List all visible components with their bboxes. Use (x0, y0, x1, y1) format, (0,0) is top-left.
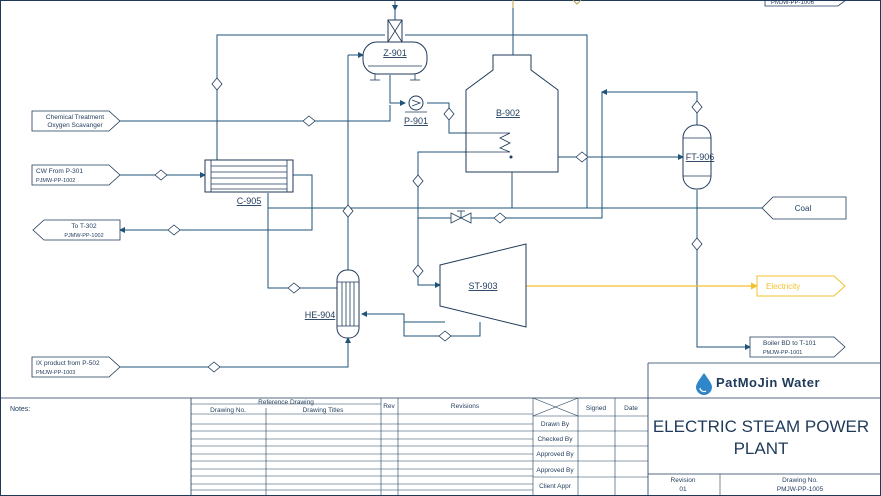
line-top-header (216, 34, 385, 142)
date-column: Date (624, 405, 638, 412)
diamond-p901-out[interactable] (443, 107, 455, 121)
diamond-he904-in[interactable] (287, 282, 301, 294)
offpage-to-t302[interactable] (32, 219, 121, 241)
line-loop-to-c905 (207, 142, 218, 161)
process-lines (119, 0, 762, 368)
upper-diamond-stub (572, 0, 582, 5)
equipment-he904[interactable] (336, 269, 360, 339)
label-he904: HE-904 (305, 310, 336, 320)
line-z901-to-p901 (389, 75, 406, 106)
diamond-steam-2[interactable] (412, 264, 424, 278)
diamond-bypass[interactable] (493, 212, 507, 224)
cw-line1: CW From P-301 (36, 168, 83, 175)
label-c905: C-905 (237, 196, 262, 206)
label-p901: P-901 (404, 116, 428, 126)
label-z901: Z-901 (383, 48, 407, 58)
drawing-title-line1: ELECTRIC STEAM POWER (653, 417, 869, 436)
notes-label: Notes: (10, 406, 30, 413)
t302-line1: To T-302 (71, 223, 97, 230)
offpage-chemical-treatment[interactable] (31, 110, 121, 132)
t302-line2: PJMW-PP-1002 (64, 233, 103, 239)
drawing-no-label: Drawing No. (782, 477, 818, 484)
diamond-st903-out[interactable] (438, 330, 452, 342)
top-right-ref: PMJW-PP-1006 (771, 0, 815, 6)
equipment-ft906[interactable] (682, 124, 712, 190)
ix-line1: IX product from P-502 (36, 360, 100, 367)
drawing-title-line2: PLANT (734, 439, 789, 458)
diamond-t302[interactable] (167, 224, 181, 236)
ref-drawing-header: Reference Drawing (258, 399, 314, 406)
equipment-c905[interactable] (204, 159, 294, 193)
label-b902: B-902 (496, 108, 520, 118)
diamond-he904-up[interactable] (342, 204, 354, 218)
offpage-boiler-bd[interactable] (749, 336, 846, 358)
offpage-cw-from-p301[interactable] (31, 164, 121, 186)
diamond-ft906-bottom[interactable] (691, 237, 703, 251)
equipment-b902[interactable] (464, 54, 559, 173)
revision-value: 01 (679, 486, 687, 493)
bd-line2: PMJW-PP-1001 (763, 350, 802, 356)
line-c905-to-t302 (119, 174, 313, 233)
signed-column: Signed (586, 405, 607, 412)
line-chemical-treatment (120, 105, 391, 122)
client-appr-label: Client Appr (539, 483, 572, 490)
diamond-ft906-top[interactable] (691, 100, 703, 114)
label-st903: ST-903 (468, 281, 497, 291)
equipment-z901[interactable] (362, 19, 428, 81)
offpage-coal[interactable] (761, 196, 847, 220)
line-top-right-header (268, 34, 588, 209)
company-name: PatMoJin Water (716, 375, 820, 390)
diamond-steam-1[interactable] (412, 174, 424, 188)
line-boiler-bd (696, 190, 751, 350)
bypass-valve[interactable] (450, 210, 472, 224)
revision-label: Revision (671, 477, 696, 484)
bd-line1: Boiler BD to T-101 (763, 340, 816, 347)
company-logo-icon (696, 373, 712, 395)
diamond-loop-left[interactable] (211, 77, 223, 91)
drawing-no-column: Drawing No. (210, 407, 246, 414)
title-block (0, 362, 881, 496)
label-ft906: FT-906 (686, 152, 715, 162)
electricity-label: Electricity (766, 282, 800, 291)
ix-line2: PMJW-PP-1003 (36, 370, 75, 376)
line-st903-to-he904 (361, 311, 445, 323)
equipment-st903[interactable] (439, 243, 527, 328)
rev-column: Rev (383, 403, 395, 410)
chem-line1: Chemical Treatment (46, 114, 104, 121)
line-c905-to-he904 (267, 193, 340, 289)
offpage-top-right (764, 0, 847, 7)
diamond-cw[interactable] (154, 169, 168, 181)
cw-line2: PJMW-PP-1002 (36, 178, 75, 184)
diamond-ix[interactable] (207, 361, 221, 373)
checked-by-label: Checked By (537, 436, 573, 443)
drawn-by-label: Drawn By (541, 421, 570, 428)
diamond-chemical[interactable] (302, 115, 316, 127)
approved-by-2-label: Approved By (536, 467, 574, 474)
line-coal (509, 159, 762, 209)
line-ix-in (120, 337, 351, 368)
diamond-b902-ft906[interactable] (575, 151, 589, 163)
chem-line2: Oxygen Scavanger (47, 122, 103, 129)
offpage-electricity[interactable] (756, 275, 846, 297)
approved-by-1-label: Approved By (536, 451, 574, 458)
drawing-titles-column: Drawing Titles (303, 407, 345, 414)
offpage-ix-product[interactable] (31, 356, 121, 378)
coal-label: Coal (795, 204, 812, 213)
drawing-no-value: PMJW-PP-1005 (777, 486, 824, 493)
equipment-p901[interactable] (405, 95, 427, 113)
instrument-tags (154, 77, 703, 373)
revisions-column: Revisions (451, 403, 480, 410)
